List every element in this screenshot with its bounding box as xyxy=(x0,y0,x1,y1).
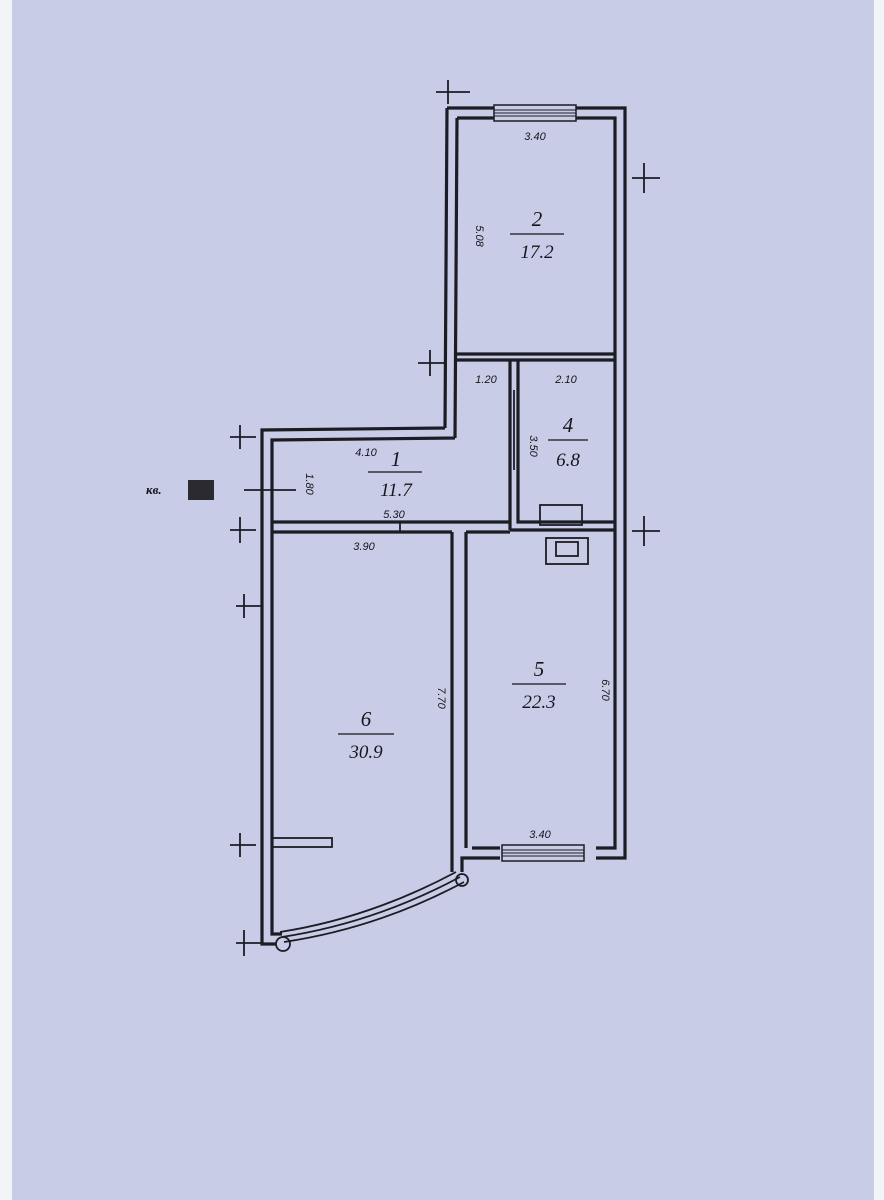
dim-room2-length: 5.08 xyxy=(473,225,485,247)
room-area: 22.3 xyxy=(522,692,555,713)
dim-room5-length: 6.70 xyxy=(599,679,611,701)
room-number: 1 xyxy=(391,447,402,471)
room-number: 6 xyxy=(361,707,372,731)
dim-hall-span: 5.30 xyxy=(383,509,405,521)
room-area: 11.7 xyxy=(380,480,413,501)
floor-plan-sheet xyxy=(12,0,874,1200)
room-2-label: 2 17.2 xyxy=(510,207,564,263)
dim-room4-width: 2.10 xyxy=(554,374,577,386)
room-area: 30.9 xyxy=(348,742,383,763)
room5-window xyxy=(501,844,585,862)
dim-corridor-width: 1.20 xyxy=(475,374,497,386)
room-number: 4 xyxy=(563,413,574,437)
hall-bottom-wall xyxy=(272,520,510,534)
vent-block-core xyxy=(555,541,579,557)
dim-room5-width: 3.40 xyxy=(529,829,551,841)
dim-room6-width: 3.90 xyxy=(353,541,375,553)
vent-block-lower xyxy=(545,537,589,565)
outer-wall-inner-line xyxy=(270,116,617,936)
redacted-number xyxy=(188,480,214,500)
vent-block-upper xyxy=(539,504,583,526)
room6-stub-wall xyxy=(271,837,333,848)
dim-room6-length: 7.70 xyxy=(435,687,447,709)
apartment-label: кв. xyxy=(146,482,162,497)
window-post xyxy=(455,873,469,887)
dim-hall-length: 4.10 xyxy=(355,447,377,459)
room2-window xyxy=(493,104,577,122)
room-6-label: 6 30.9 xyxy=(338,707,394,763)
room-area: 17.2 xyxy=(520,242,554,263)
room-area: 6.8 xyxy=(556,450,580,471)
room-4-label: 4 6.8 xyxy=(548,413,588,471)
room-5-label: 5 22.3 xyxy=(512,657,566,713)
outer-wall xyxy=(260,106,627,946)
room-number: 5 xyxy=(534,657,545,681)
window-post xyxy=(275,936,291,952)
room-number: 2 xyxy=(532,207,543,231)
dim-hall-width: 1.80 xyxy=(303,473,315,495)
axis-marks xyxy=(230,80,660,956)
dim-room2-width: 3.40 xyxy=(524,131,546,143)
room-1-label: 1 11.7 xyxy=(368,447,422,501)
curved-window xyxy=(279,871,465,943)
partition-6-5 xyxy=(450,532,468,872)
dim-room4-length: 3.50 xyxy=(527,435,539,457)
